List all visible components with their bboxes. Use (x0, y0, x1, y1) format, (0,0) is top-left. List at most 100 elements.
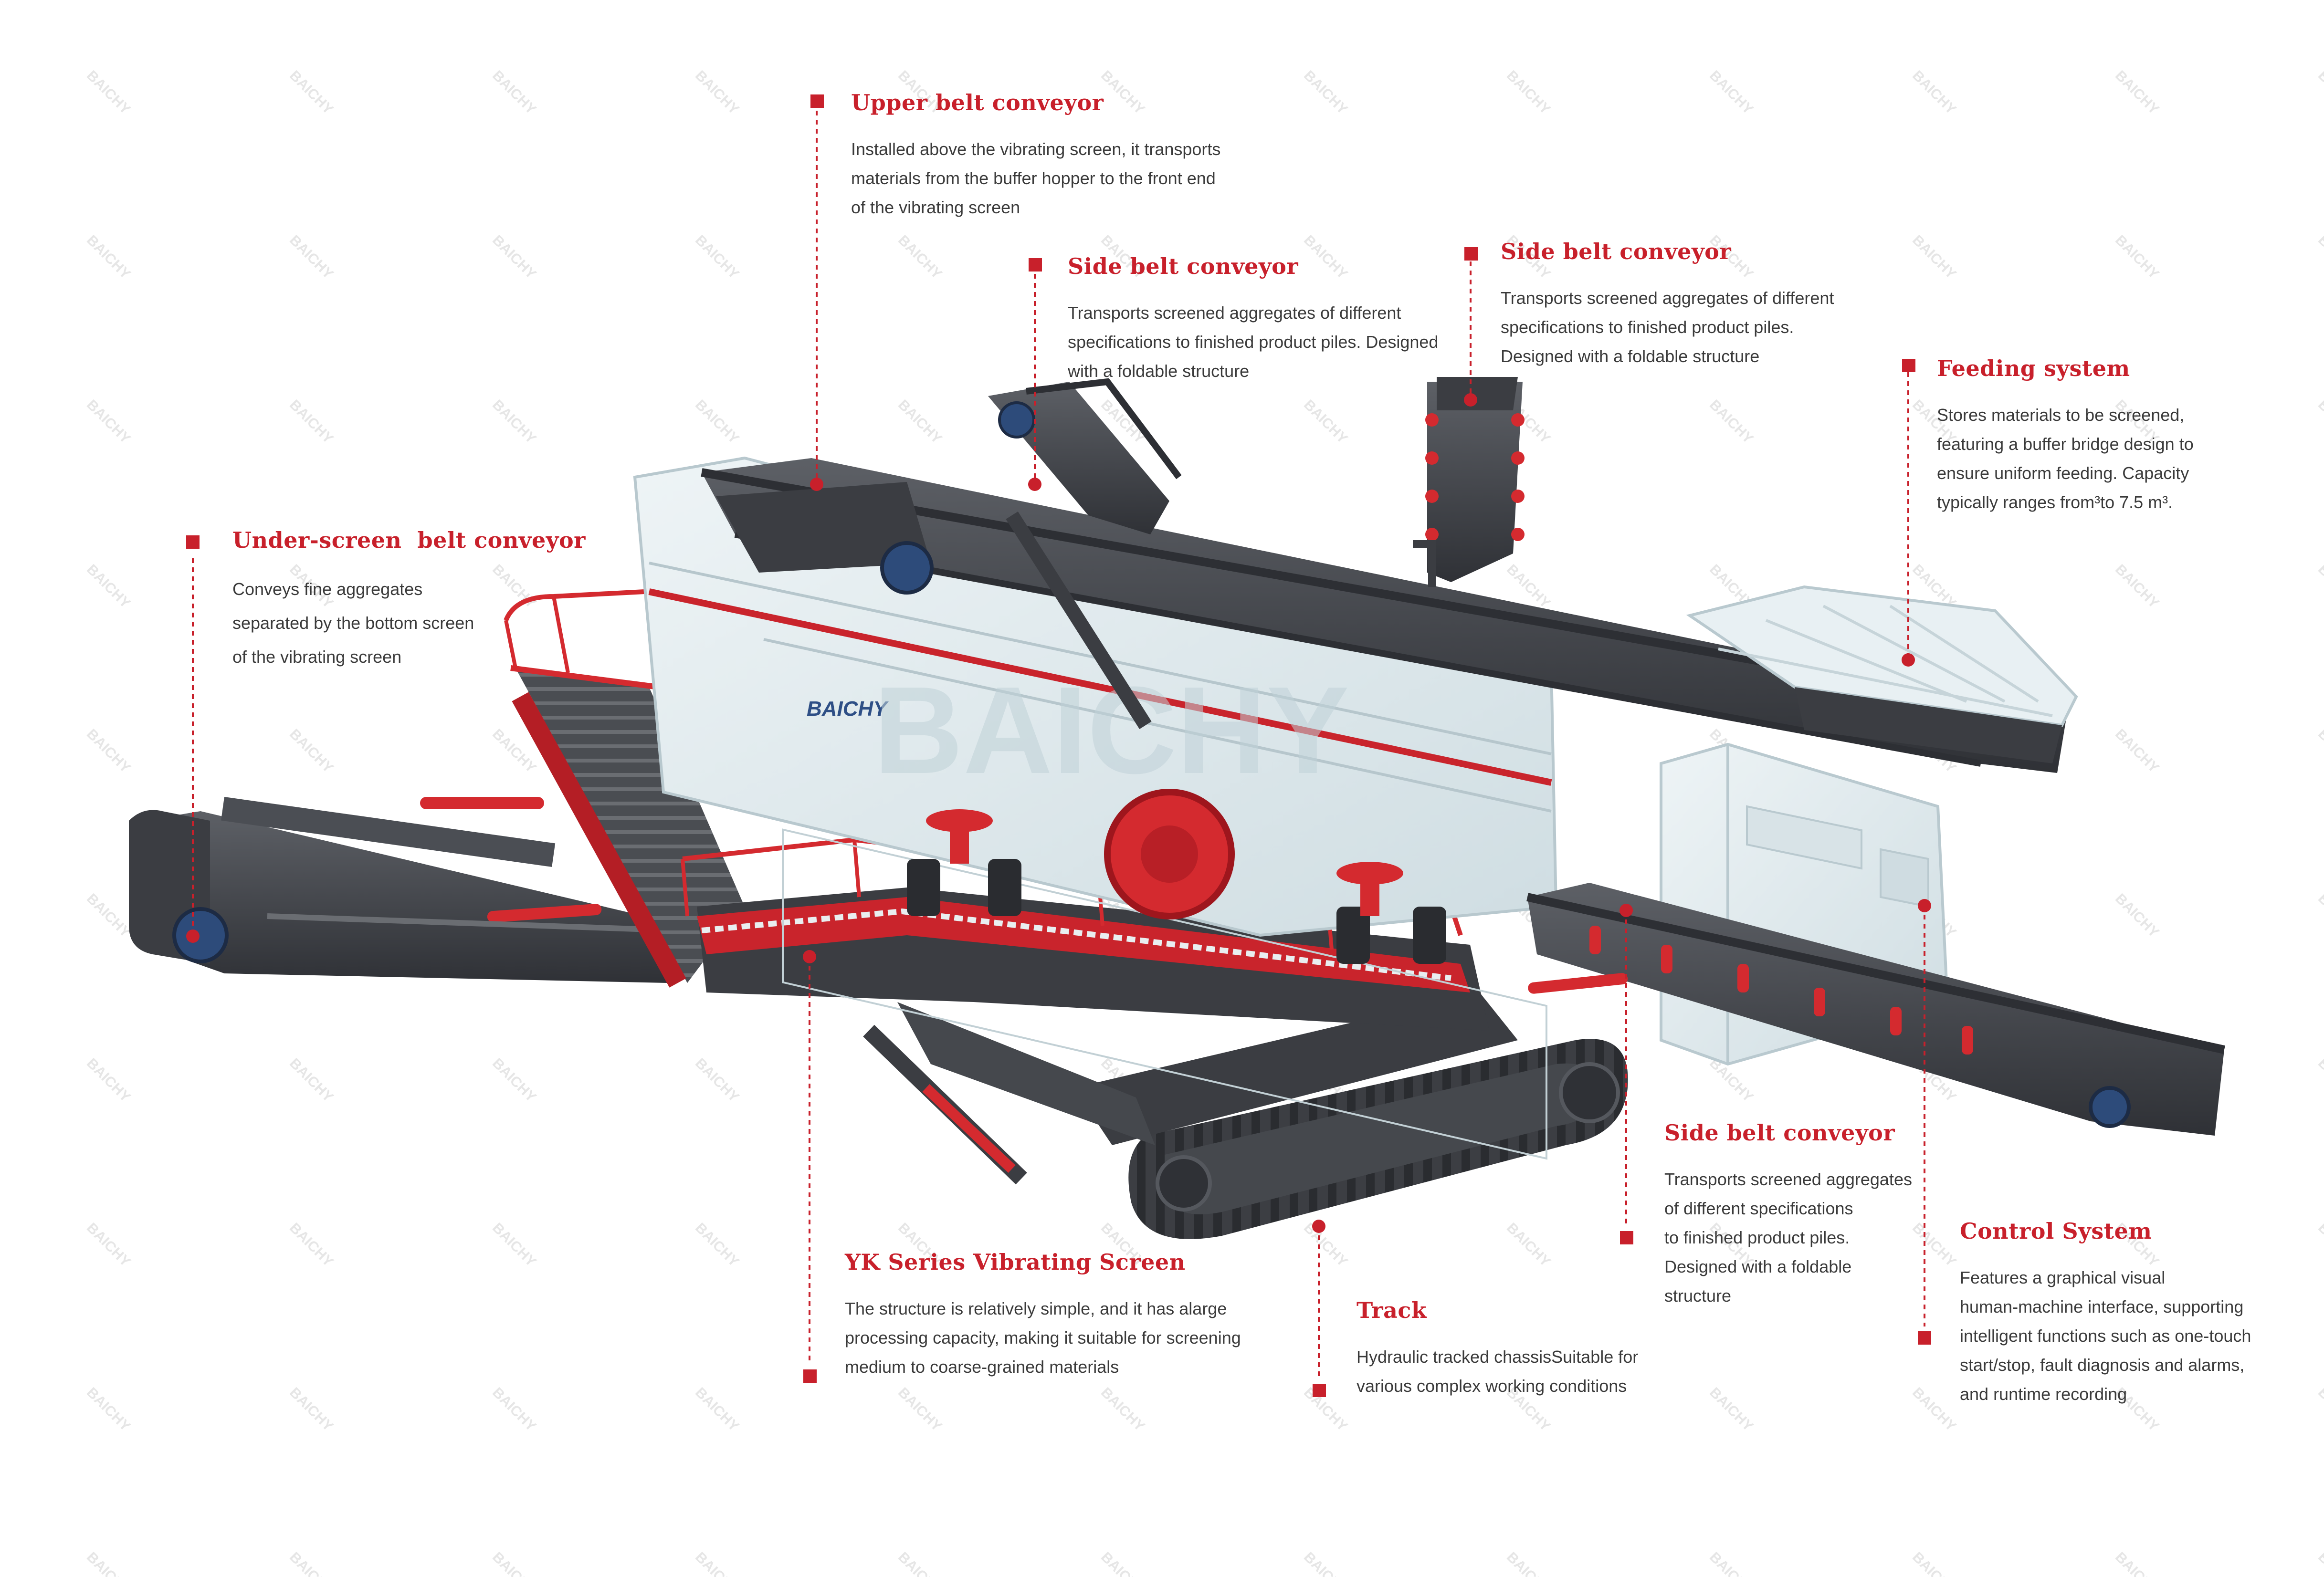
watermark-mark: BAICHY (489, 68, 539, 118)
watermark-mark: BAICHY (1706, 397, 1756, 447)
marker-squares (186, 94, 1931, 1397)
side-conveyor-folded-1-shape (988, 378, 1182, 534)
track-crawler (897, 992, 1628, 1239)
watermark-mark: BAICHY (1706, 1549, 1756, 1577)
watermark-mark: BAICHY (1909, 1220, 1959, 1270)
watermark-mark: BAICHY (2112, 562, 2162, 612)
marker-square-icon (186, 535, 200, 549)
desc-line: human-machine interface, supporting (1960, 1297, 2244, 1316)
callout-description: Transports screened aggregates of differ… (1068, 298, 1438, 386)
desc-line: structure (1664, 1286, 1732, 1305)
watermark-mark: BAICHY (2315, 232, 2324, 282)
watermark-mark: BAICHY (692, 1220, 742, 1270)
brand-logo: BAICHY (807, 697, 889, 721)
vibrating-screen-body: BAICHY BAICHY (633, 456, 1558, 1160)
callout-title: Control System (1960, 1218, 2152, 1244)
watermark-mark: BAICHY (84, 1055, 134, 1106)
desc-line: ensure uniform feeding. Capacity (1937, 463, 2189, 483)
under-screen-conveyor-shape (129, 797, 678, 983)
desc-line: separated by the bottom screen (232, 613, 474, 633)
watermark-mark: BAICHY (1098, 1549, 1148, 1577)
watermark-mark: BAICHY (1504, 1220, 1554, 1270)
desc-line: processing capacity, making it suitable … (845, 1328, 1241, 1347)
watermark-mark: BAICHY (489, 1055, 539, 1106)
marker-square-icon (803, 1369, 817, 1383)
desc-line: and runtime recording (1960, 1384, 2127, 1404)
feeding-hopper-shape (1686, 585, 2078, 763)
watermark-mark: BAICHY (84, 397, 134, 447)
desc-line: Conveys fine aggregates (232, 579, 423, 599)
watermark-mark: BAICHY (1909, 1549, 1959, 1577)
watermark-mark: BAICHY (286, 1055, 337, 1106)
desc-line: specifications to finished product piles… (1068, 332, 1439, 352)
callout-side-belt-conveyor-3: Side belt conveyor Transports screened a… (1664, 1120, 1912, 1310)
watermark-mark: BAICHY (2315, 1385, 2324, 1435)
desc-line: to finished product piles. (1664, 1228, 1850, 1247)
desc-line: intelligent functions such as one-touch (1960, 1326, 2251, 1346)
side-conveyor-right-shape (1526, 883, 2225, 1136)
watermark-mark: BAICHY (286, 1385, 337, 1435)
callout-title: Side belt conveyor (1501, 239, 1732, 264)
watermark-mark: BAICHY (1706, 1385, 1756, 1435)
leader-endpoint-dots (186, 393, 1931, 1233)
watermark-mark: BAICHY (2112, 1549, 2162, 1577)
callout-title: Side belt conveyor (1068, 253, 1299, 279)
watermark-mark: BAICHY (2315, 68, 2324, 118)
watermark-mark: BAICHY (1706, 68, 1756, 118)
watermark-mark: BAICHY (1098, 1385, 1148, 1435)
callout-description: Transports screened aggregates of differ… (1664, 1165, 1912, 1310)
watermark-mark: BAICHY (286, 397, 337, 447)
watermark-mark: BAICHY (2112, 68, 2162, 118)
watermark-mark: BAICHY (84, 1220, 134, 1270)
watermark-mark: BAICHY (286, 68, 337, 118)
callout-title: YK Series Vibrating Screen (845, 1249, 1186, 1275)
desc-line: start/stop, fault diagnosis and alarms, (1960, 1355, 2245, 1375)
watermark-mark: BAICHY (692, 232, 742, 282)
callout-description: Installed above the vibrating screen, it… (851, 135, 1220, 222)
callout-track: Track Hydraulic tracked chassisSuitable … (1357, 1297, 1638, 1400)
desc-line: materials from the buffer hopper to the … (851, 168, 1216, 188)
marker-square-icon (1902, 359, 1915, 372)
callout-side-belt-conveyor-2: Side belt conveyor Transports screened a… (1501, 239, 1834, 371)
watermark-mark: BAICHY (84, 68, 134, 118)
watermark-mark: BAICHY (692, 1385, 742, 1435)
watermark-mark: BAICHY (2315, 891, 2324, 941)
desc-line: Transports screened aggregates (1664, 1170, 1912, 1189)
marker-square-icon (1918, 1331, 1931, 1345)
watermark-mark: BAICHY (489, 397, 539, 447)
watermark-mark: BAICHY (489, 1385, 539, 1435)
desc-line: medium to coarse-grained materials (845, 1357, 1119, 1377)
callout-upper-belt-conveyor: Upper belt conveyor Installed above the … (851, 90, 1220, 222)
watermark-mark: BAICHY (1504, 68, 1554, 118)
desc-line: The structure is relatively simple, and … (845, 1299, 1227, 1318)
desc-line: Designed with a foldable (1664, 1257, 1852, 1276)
watermark-mark: BAICHY (2315, 397, 2324, 447)
marker-square-icon (1620, 1231, 1633, 1244)
leader-lines (192, 111, 1925, 1379)
callout-description: Transports screened aggregates of differ… (1501, 283, 1834, 371)
callout-under-screen-belt-conveyor: Under-screen belt conveyor Conveys fine … (232, 527, 586, 674)
watermark-mark: BAICHY (1301, 1220, 1351, 1270)
hydraulic-cylinder (863, 1024, 1027, 1185)
desc-line: Designed with a foldable structure (1501, 346, 1760, 366)
watermark-mark: BAICHY (692, 397, 742, 447)
watermark-mark: BAICHY (489, 1549, 539, 1577)
desc-line: with a foldable structure (1068, 361, 1250, 381)
callout-title: Upper belt conveyor (851, 90, 1104, 115)
watermark-mark: BAICHY (84, 726, 134, 776)
callout-description: Stores materials to be screened, featuri… (1937, 400, 2194, 517)
watermark-mark: BAICHY (1301, 1549, 1351, 1577)
desc-line: Transports screened aggregates of differ… (1501, 288, 1834, 308)
desc-line: Hydraulic tracked chassisSuitable for (1357, 1347, 1639, 1367)
callout-title: Track (1357, 1297, 1427, 1323)
callout-description: Conveys fine aggregates separated by the… (232, 572, 586, 674)
marker-square-icon (1029, 258, 1042, 272)
desc-line: of different specifications (1664, 1199, 1853, 1218)
callout-description: The structure is relatively simple, and … (845, 1294, 1241, 1381)
watermark-mark: BAICHY (895, 232, 945, 282)
watermark-mark: BAICHY (286, 1220, 337, 1270)
watermark-mark: BAICHY (286, 232, 337, 282)
marker-square-icon (810, 94, 824, 108)
